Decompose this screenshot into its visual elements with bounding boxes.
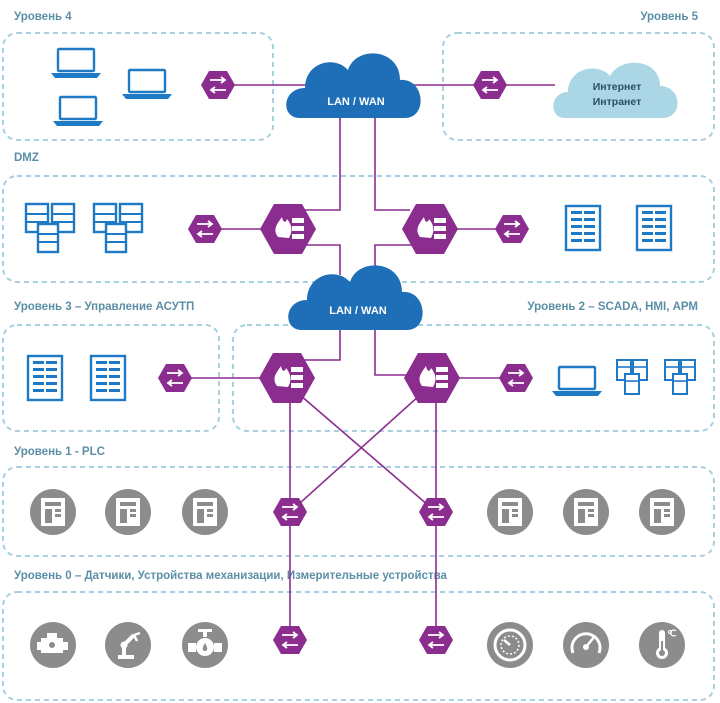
zone-level0-label: Уровень 0 – Датчики, Устройства механиза… xyxy=(14,570,448,582)
internet-label: Интернет xyxy=(593,81,641,93)
switch-icon xyxy=(472,70,508,100)
zone-level5-box xyxy=(442,32,715,141)
switch-icon xyxy=(498,363,534,393)
zone-level3-label: Уровень 3 – Управление АСУТП xyxy=(14,301,194,313)
switch-icon xyxy=(494,214,530,244)
server-cluster-icon xyxy=(616,359,648,395)
switch-icon xyxy=(418,625,454,655)
thermometer-icon xyxy=(639,622,685,668)
plc-icon xyxy=(563,489,609,535)
valve-icon xyxy=(182,622,228,668)
zone-level4-label: Уровень 4 xyxy=(14,11,72,23)
intranet-label: Интранет xyxy=(593,96,641,108)
gauge-icon xyxy=(487,622,533,668)
laptop-icon xyxy=(51,95,105,128)
zone-level5-label: Уровень 5 xyxy=(640,11,698,23)
switch-icon xyxy=(272,625,308,655)
robot-arm-icon xyxy=(105,622,151,668)
lan-wan-label-top: LAN / WAN xyxy=(327,96,384,108)
zone-level3-box xyxy=(2,324,220,432)
engine-icon xyxy=(30,622,76,668)
firewall-icon xyxy=(402,204,458,254)
server-cluster-icon xyxy=(92,202,144,254)
switch-icon xyxy=(200,70,236,100)
server-rack-icon xyxy=(89,354,127,402)
switch-icon xyxy=(187,214,223,244)
laptop-icon xyxy=(120,68,174,101)
firewall-icon xyxy=(404,353,460,403)
switch-icon xyxy=(157,363,193,393)
lan-wan-label-middle: LAN / WAN xyxy=(329,305,386,317)
zone-level0-box xyxy=(2,591,715,701)
plc-icon xyxy=(30,489,76,535)
server-cluster-icon xyxy=(664,359,696,395)
firewall-icon xyxy=(260,204,316,254)
plc-icon xyxy=(639,489,685,535)
zone-level4-box xyxy=(2,32,274,141)
speedometer-icon xyxy=(563,622,609,668)
server-rack-icon xyxy=(26,354,64,402)
server-rack-icon xyxy=(635,204,673,252)
zone-level1-label: Уровень 1 - PLC xyxy=(14,446,105,458)
lan-wan-cloud-middle: LAN / WAN xyxy=(288,265,423,330)
laptop-icon xyxy=(49,47,103,80)
zone-level2-label: Уровень 2 – SCADA, HMI, АРМ xyxy=(527,301,698,313)
plc-icon xyxy=(182,489,228,535)
laptop-icon xyxy=(550,365,604,398)
zone-level1-box xyxy=(2,466,715,557)
internet-cloud: Интернет Интранет xyxy=(553,62,678,118)
plc-icon xyxy=(487,489,533,535)
zone-dmz-label: DMZ xyxy=(14,152,39,164)
plc-icon xyxy=(105,489,151,535)
server-cluster-icon xyxy=(24,202,76,254)
server-rack-icon xyxy=(564,204,602,252)
lan-wan-cloud-top: LAN / WAN xyxy=(286,53,421,118)
zone-level2-box xyxy=(232,324,715,432)
